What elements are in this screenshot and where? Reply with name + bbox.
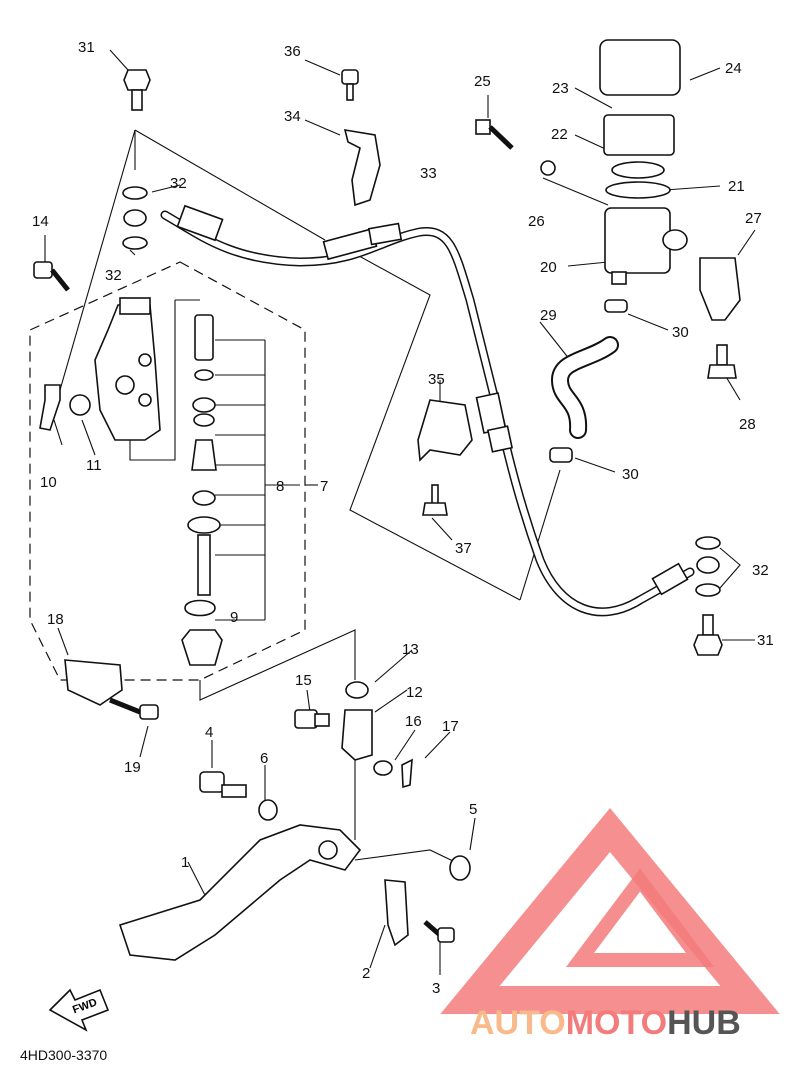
bolt-3 bbox=[423, 920, 455, 943]
callout-37: 37 bbox=[455, 540, 472, 557]
banjo-fitting bbox=[123, 209, 147, 227]
hose-guide-35 bbox=[417, 399, 473, 462]
callout-14: 14 bbox=[32, 213, 49, 230]
pin-15 bbox=[294, 709, 330, 729]
callout-11: 11 bbox=[86, 457, 102, 474]
callout-33: 33 bbox=[420, 165, 437, 182]
callout-6: 6 bbox=[260, 750, 268, 767]
callout-4: 4 bbox=[205, 724, 213, 741]
circlip-26 bbox=[540, 160, 556, 176]
callout-25: 25 bbox=[474, 73, 491, 90]
bolt-19 bbox=[109, 697, 159, 720]
reservoir-assembly bbox=[599, 39, 688, 285]
callout-32-right: 32 bbox=[752, 562, 769, 579]
piston-kit bbox=[181, 314, 223, 666]
callout-10: 10 bbox=[40, 474, 57, 491]
callout-1: 1 bbox=[181, 854, 189, 871]
watermark-text-auto: AUTO bbox=[470, 1004, 566, 1042]
callout-32-mid: 32 bbox=[105, 267, 122, 284]
callout-27: 27 bbox=[745, 210, 762, 227]
callout-2: 2 bbox=[362, 965, 370, 982]
pivot-shaft-4 bbox=[199, 771, 247, 798]
leader-lines bbox=[44, 49, 756, 975]
hose-clamp-34 bbox=[343, 129, 381, 207]
callout-28: 28 bbox=[739, 416, 756, 433]
clamp-bolt-36 bbox=[341, 69, 359, 101]
hose-clip-lower bbox=[549, 447, 573, 463]
brake-hose bbox=[160, 204, 695, 617]
callout-29: 29 bbox=[540, 307, 557, 324]
callout-17: 17 bbox=[442, 718, 459, 735]
callout-21: 21 bbox=[728, 178, 745, 195]
callout-31-right: 31 bbox=[757, 632, 774, 649]
reservoir-bracket bbox=[699, 257, 741, 321]
callout-24: 24 bbox=[725, 60, 742, 77]
fwd-arrow: FWD bbox=[48, 988, 110, 1032]
callout-31-top: 31 bbox=[78, 39, 95, 56]
callout-30-upper: 30 bbox=[672, 324, 689, 341]
callout-13: 13 bbox=[402, 641, 419, 658]
callout-22: 22 bbox=[551, 126, 568, 143]
callout-16: 16 bbox=[405, 713, 422, 730]
washer-16 bbox=[373, 760, 393, 776]
copper-washer-2 bbox=[122, 236, 148, 250]
copper-washer-3 bbox=[695, 536, 721, 550]
copper-washer-1 bbox=[122, 186, 148, 200]
callout-3: 3 bbox=[432, 980, 440, 997]
callout-labels: 31 36 34 25 23 24 22 33 32 21 26 27 14 3… bbox=[32, 39, 774, 997]
watermark-logo: AUTOMOTOHUB bbox=[440, 807, 780, 1042]
brake-pedal bbox=[118, 824, 362, 961]
callout-36: 36 bbox=[284, 43, 301, 60]
callout-23: 23 bbox=[552, 80, 569, 97]
assembly-outline-7 bbox=[29, 261, 306, 681]
washer-6 bbox=[258, 799, 278, 821]
diagram-code: 4HD300-3370 bbox=[20, 1047, 107, 1063]
watermark-text-hub: HUB bbox=[667, 1004, 741, 1042]
callout-9: 9 bbox=[230, 609, 238, 626]
callout-32-top: 32 bbox=[170, 175, 187, 192]
union-bolt-top bbox=[123, 69, 151, 111]
callout-12: 12 bbox=[406, 684, 423, 701]
cotter-pin-17 bbox=[401, 758, 413, 789]
watermark-text-moto: MOTO bbox=[566, 1004, 667, 1042]
bracket-bolt bbox=[707, 344, 737, 379]
svg-text:AUTOMOTOHUB: AUTOMOTOHUB bbox=[470, 1004, 741, 1042]
callout-34: 34 bbox=[284, 108, 301, 125]
guide-bolt-37 bbox=[422, 484, 448, 516]
callout-26: 26 bbox=[528, 213, 545, 230]
callout-7: 7 bbox=[320, 478, 328, 495]
callout-15: 15 bbox=[295, 672, 312, 689]
locknut-13 bbox=[345, 681, 369, 699]
bleed-screw bbox=[39, 384, 61, 431]
copper-washer-4 bbox=[695, 583, 721, 597]
pedal-bracket-2 bbox=[384, 879, 409, 947]
hose-clip-upper bbox=[604, 299, 628, 313]
reservoir-bolt bbox=[475, 119, 514, 150]
washer-5 bbox=[449, 855, 471, 881]
union-bolt-lower bbox=[693, 614, 723, 656]
callout-18: 18 bbox=[47, 611, 64, 628]
guard-18 bbox=[64, 659, 123, 706]
master-cylinder-body bbox=[94, 297, 161, 441]
clevis-12 bbox=[341, 709, 373, 761]
banjo-fitting-lower bbox=[696, 556, 720, 574]
callout-8: 8 bbox=[276, 478, 284, 495]
callout-35: 35 bbox=[428, 371, 445, 388]
callout-20: 20 bbox=[540, 259, 557, 276]
callout-5: 5 bbox=[469, 801, 477, 818]
bleed-cap bbox=[69, 394, 91, 416]
callout-30-lower: 30 bbox=[622, 466, 639, 483]
mounting-bolt-14 bbox=[33, 261, 70, 292]
callout-19: 19 bbox=[124, 759, 141, 776]
